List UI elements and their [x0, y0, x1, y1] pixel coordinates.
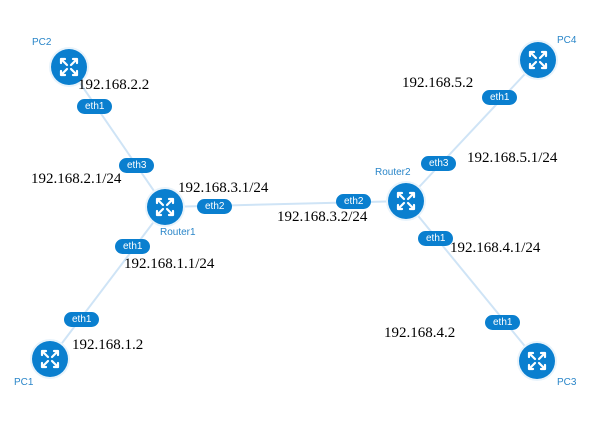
router1-eth2-badge[interactable]: eth2 — [197, 199, 233, 214]
router1-node[interactable] — [147, 189, 183, 225]
link-router2-pc4 — [405, 59, 539, 202]
pc4-ip-label: 192.168.5.2 — [402, 75, 474, 91]
router1-eth3-ip-label: 192.168.2.1/24 — [31, 171, 122, 187]
pc3-eth1-badge[interactable]: eth1 — [485, 315, 521, 330]
router2-node[interactable] — [388, 183, 424, 219]
router-arrows-icon — [59, 57, 79, 77]
link-router2-pc3 — [405, 200, 538, 362]
pc2-node[interactable] — [51, 49, 87, 85]
router2-eth1-ip-label: 192.168.4.1/24 — [450, 240, 541, 256]
pc2-eth1-badge[interactable]: eth1 — [77, 99, 113, 114]
pc2-label: PC2 — [32, 37, 52, 48]
router-arrows-icon — [527, 351, 547, 371]
router2-eth2-ip-label: 192.168.3.2/24 — [277, 209, 368, 225]
router2-eth3-ip-label: 192.168.5.1/24 — [467, 150, 558, 166]
pc1-node[interactable] — [32, 341, 68, 377]
pc4-node[interactable] — [520, 42, 556, 78]
router2-eth2-badge[interactable]: eth2 — [336, 194, 372, 209]
router2-label: Router2 — [375, 167, 411, 178]
pc4-label: PC4 — [557, 35, 577, 46]
router-arrows-icon — [155, 197, 175, 217]
router1-eth2-ip-label: 192.168.3.1/24 — [178, 180, 269, 196]
router1-eth3-badge[interactable]: eth3 — [119, 158, 155, 173]
router-arrows-icon — [528, 50, 548, 70]
pc1-eth1-badge[interactable]: eth1 — [64, 312, 100, 327]
router1-label: Router1 — [160, 227, 196, 238]
router-arrows-icon — [396, 191, 416, 211]
pc3-node[interactable] — [519, 343, 555, 379]
pc3-label: PC3 — [557, 377, 577, 388]
pc3-ip-label: 192.168.4.2 — [384, 325, 456, 341]
router2-eth3-badge[interactable]: eth3 — [421, 156, 457, 171]
pc1-ip-label: 192.168.1.2 — [72, 337, 144, 353]
pc1-label: PC1 — [14, 377, 34, 388]
router-arrows-icon — [40, 349, 60, 369]
link-pc2-router1 — [68, 66, 166, 208]
router1-eth1-badge[interactable]: eth1 — [115, 239, 151, 254]
router1-eth1-ip-label: 192.168.1.1/24 — [124, 256, 215, 272]
pc2-ip-label: 192.168.2.2 — [78, 77, 150, 93]
router2-eth1-badge[interactable]: eth1 — [418, 231, 454, 246]
link-pc1-router1 — [49, 206, 166, 360]
pc4-eth1-badge[interactable]: eth1 — [482, 90, 518, 105]
